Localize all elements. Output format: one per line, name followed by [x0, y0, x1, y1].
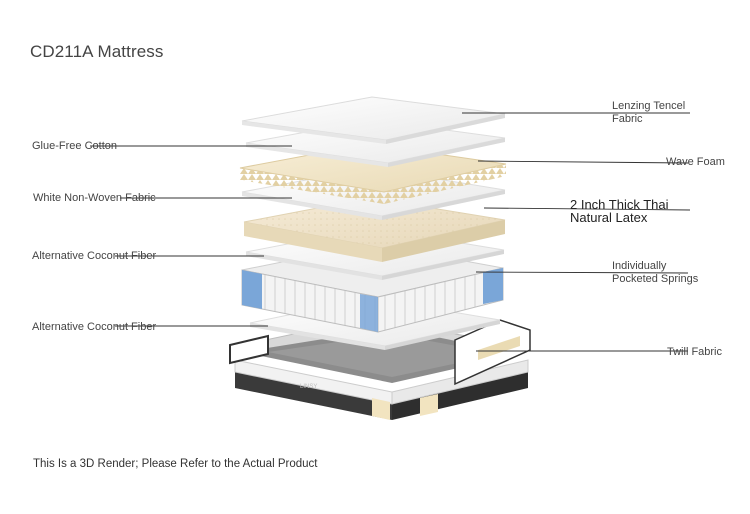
label-line: Pocketed Springs: [612, 273, 699, 285]
label-coconut-fiber-1: Alternative Coconut Fiber: [32, 250, 157, 262]
leader-lines: [90, 112, 691, 352]
label-natural-latex: 2 Inch Thick Thai Natural Latex: [570, 198, 669, 224]
label-line: Fabric: [612, 113, 643, 125]
layer-wave-foam: [239, 143, 507, 204]
label-glue-free-cotton: Glue-Free Cotton: [32, 140, 117, 152]
label-lenzing-tencel: Lenzing Tencel Fabric: [612, 100, 685, 126]
label-non-woven-fabric: White Non-Woven Fabric: [33, 192, 156, 204]
label-line: Natural Latex: [570, 210, 648, 225]
label-line: Individually: [612, 260, 667, 272]
base-logo: LINSY: [300, 384, 317, 390]
label-line: Lenzing Tencel: [612, 100, 686, 112]
render-disclaimer: This Is a 3D Render; Please Refer to the…: [33, 458, 318, 470]
label-line: 2 Inch Thick Thai: [570, 197, 669, 212]
layer-natural-latex: [243, 197, 506, 262]
label-pocketed-springs: Individually Pocketed Springs: [612, 260, 698, 286]
label-twill-fabric: Twill Fabric: [667, 346, 723, 358]
label-wave-foam: Wave Foam: [666, 156, 725, 168]
page-title: CD211A Mattress: [30, 42, 164, 61]
layer-tencel-fabric: [241, 96, 506, 144]
label-coconut-fiber-2: Alternative Coconut Fiber: [32, 321, 157, 333]
